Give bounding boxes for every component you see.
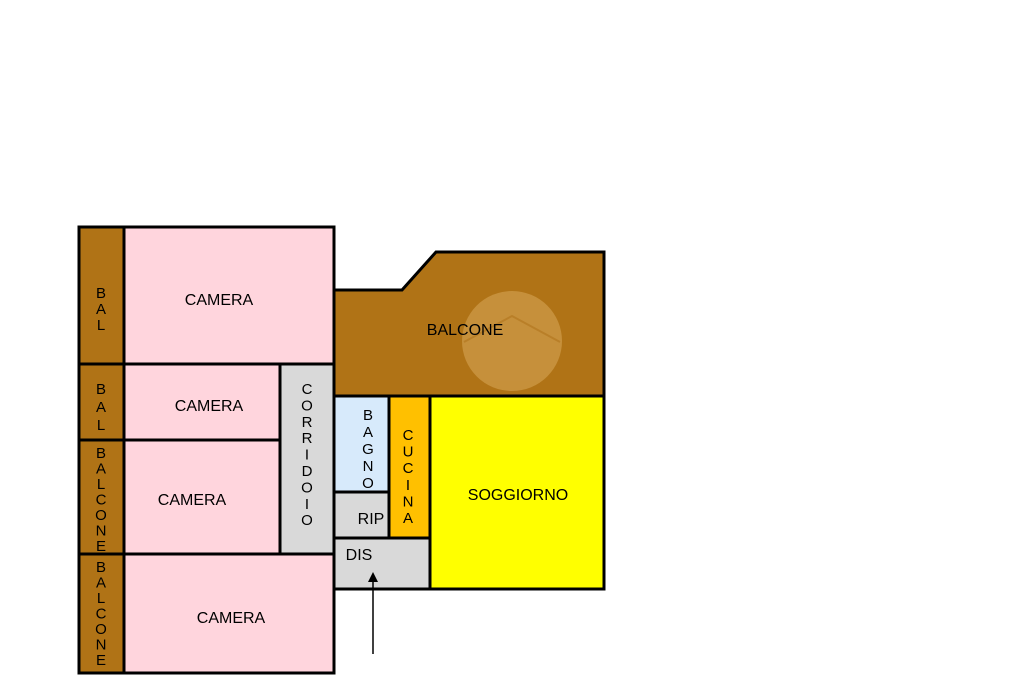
label-rip: RIP — [358, 511, 385, 528]
entrance-arrow-icon — [368, 572, 378, 654]
room-camera-bottom — [122, 552, 336, 675]
watermark-circle — [462, 291, 562, 391]
room-soggiorno — [428, 394, 606, 591]
room-rip — [332, 490, 391, 540]
label-soggiorno: SOGGIORNO — [468, 487, 568, 504]
room-camera-second — [122, 362, 282, 442]
label-camera-third: CAMERA — [158, 492, 227, 509]
label-dis: DIS — [346, 547, 373, 564]
watermark-roof-icon — [463, 314, 561, 343]
watermark-logo-icon — [462, 291, 562, 391]
label-camera-second: CAMERA — [175, 398, 244, 415]
label-balcone-main: BALCONE — [427, 322, 503, 339]
room-corridoio — [278, 362, 336, 556]
label-camera-bottom: CAMERA — [197, 610, 266, 627]
label-camera-top: CAMERA — [185, 292, 254, 309]
room-dis — [332, 536, 432, 591]
